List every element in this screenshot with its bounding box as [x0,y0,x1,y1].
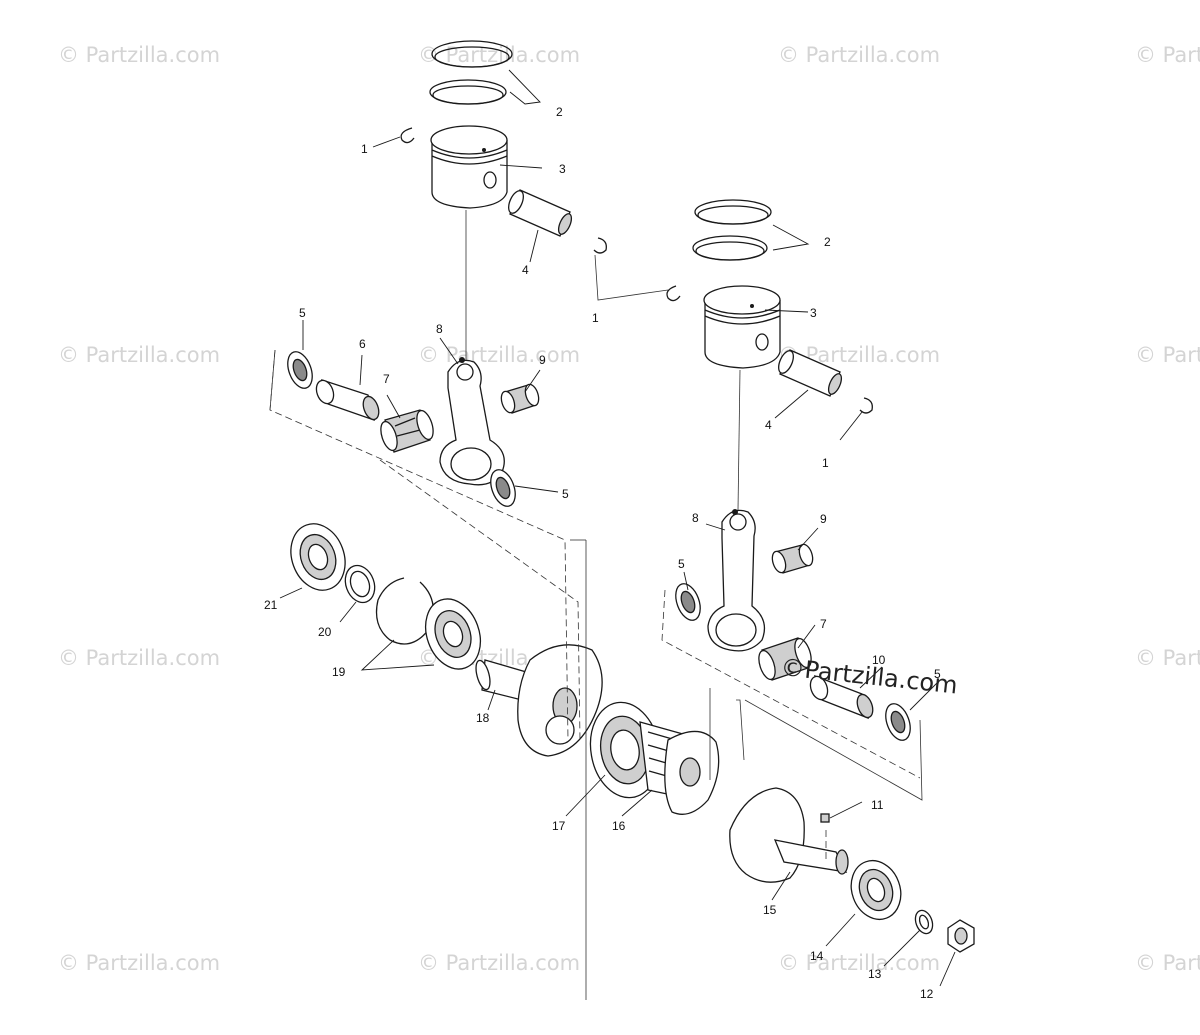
connecting-rod-8b [707,509,766,652]
ball-bearing-14 [850,859,902,921]
callout-8: 8 [436,322,443,336]
small-end-bearing-9a [500,383,540,414]
callout-9: 9 [820,512,827,526]
hex-nut-12 [947,919,975,953]
callout-20: 20 [318,625,332,639]
callout-3: 3 [559,162,566,176]
callout-1: 1 [592,311,599,325]
needle-bearing-7b [758,637,812,681]
crankshaft-half-15 [729,787,849,883]
callout-12: 12 [920,987,934,1001]
lock-washer-13 [914,909,934,935]
callout-15: 15 [763,903,777,917]
piston-left [430,125,508,209]
callout-19: 19 [332,665,346,679]
watermark: © Partzilla.com [1135,43,1200,67]
callout-8: 8 [692,511,699,525]
ball-bearing-19 [424,598,482,670]
circlip-right-inner [859,397,873,414]
watermark: © Partzilla.com [1135,646,1200,670]
watermark: © Partzilla.com [1135,951,1200,975]
callout-2: 2 [556,105,563,119]
washer-20 [344,564,376,604]
labyrinth-seal-16 [639,721,720,815]
small-end-bearing-9b [771,543,814,574]
callout-4: 4 [765,418,772,432]
watermark: © Partzilla.com [58,343,220,367]
thrust-washer-5b [490,469,516,507]
watermark: © Partzilla.com [58,646,220,670]
callout-5: 5 [299,306,306,320]
callout-1: 1 [822,456,829,470]
connecting-rod-8a [439,357,505,486]
callout-16: 16 [612,819,626,833]
crankshaft-half-18 [475,644,603,757]
callout-3: 3 [810,306,817,320]
watermark: © Partzilla.com [418,951,580,975]
callout-14: 14 [810,949,824,963]
piston-right [703,285,781,369]
watermark: © Partzilla.com [58,43,220,67]
thrust-washer-5a [287,351,313,389]
callout-13: 13 [868,967,882,981]
callout-5: 5 [934,667,941,681]
callout-7: 7 [820,617,827,631]
circlip-left-outer [400,127,415,144]
callout-10: 10 [872,653,886,667]
callout-21: 21 [264,598,278,612]
watermark-layer: © Partzilla.com © Partzilla.com © Partzi… [58,43,1200,975]
watermark: © Partzilla.com [778,43,940,67]
watermark: © Partzilla.com [58,951,220,975]
crank-pin-6 [315,379,380,422]
ball-bearing-21 [290,523,346,591]
callout-5: 5 [562,487,569,501]
watermark: © Partzilla.com [778,951,940,975]
callout-6: 6 [359,337,366,351]
thrust-washer-5c [675,583,701,621]
callout-17: 17 [552,819,566,833]
thrust-washer-5d [885,703,911,741]
piston-ring-pair-right [692,199,772,261]
woodruff-key-11 [820,813,830,823]
leader-lines [279,69,956,987]
callout-5: 5 [678,557,685,571]
wrist-pin-left [508,189,573,237]
watermark: © Partzilla.com [418,343,580,367]
crank-pin-10 [809,674,874,720]
callout-11: 11 [871,798,884,812]
circlip-right-outer [666,285,681,302]
callout-4: 4 [522,263,529,277]
callout-7: 7 [383,372,390,386]
callout-2: 2 [824,235,831,249]
watermark: © Partzilla.com [1135,343,1200,367]
overlay-watermark: ©Partzilla.com [779,653,959,699]
callout-labels: 1 2 3 4 1 5 6 7 8 9 5 2 3 4 1 8 9 5 7 10… [264,105,941,1001]
circlip-left-inner [593,237,607,254]
piston-ring-pair-left [429,40,513,105]
wrist-pin-right [778,349,843,397]
snap-ring-19 [375,577,434,645]
assembly-guide-lines [269,210,923,1000]
callout-1: 1 [361,142,368,156]
callout-9: 9 [539,353,546,367]
needle-bearing-7a [380,409,434,453]
callout-18: 18 [476,711,490,725]
